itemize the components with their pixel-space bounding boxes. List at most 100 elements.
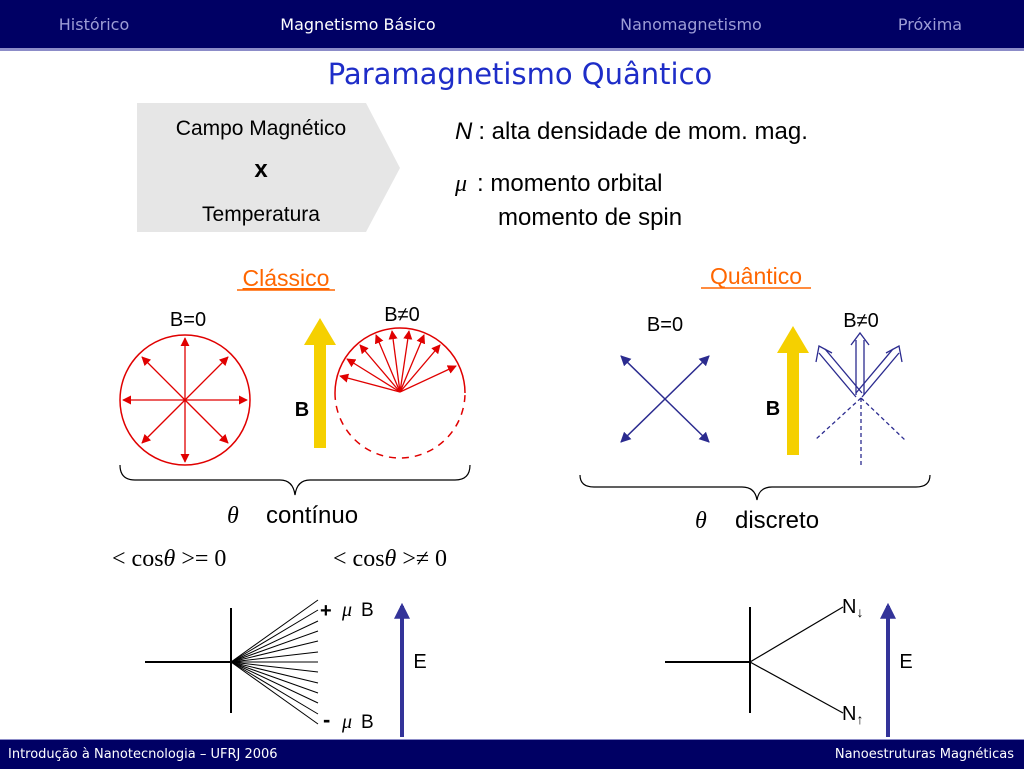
n-up-label: N↑ xyxy=(842,703,863,727)
quantum-b-zero-label: B=0 xyxy=(647,314,683,336)
moment-arrow xyxy=(374,334,401,393)
quantum-heading: Quântico xyxy=(710,263,802,289)
moment-arrow xyxy=(388,330,401,393)
formula-cos-nonzero: < cosθ >≠ 0 xyxy=(333,546,447,572)
energy-level-line xyxy=(230,661,319,704)
spin-arrow-hollow xyxy=(855,348,894,394)
dashed-projection xyxy=(814,397,862,441)
energy-level-line xyxy=(230,661,319,715)
classical-heading: Clássico xyxy=(243,265,330,291)
moment-arrow xyxy=(141,399,186,444)
moment-arrow xyxy=(399,344,441,393)
minus-b: B xyxy=(361,712,374,733)
plus-b: B xyxy=(361,600,374,621)
sphere-lower-half-dashed xyxy=(334,392,466,459)
spin-arrow xyxy=(620,398,666,443)
classical-b-zero-label: B=0 xyxy=(170,309,206,331)
arrowhead xyxy=(815,345,833,363)
footer-course: Introdução à Nanotecnologia – UFRJ 2006 xyxy=(8,747,278,762)
classical-theta-text: contínuo xyxy=(266,502,358,529)
moment-arrow xyxy=(399,334,426,393)
top-navigation-bar: Histórico Magnetismo Básico Nanomagnetis… xyxy=(0,0,1024,51)
formula-theta: θ xyxy=(164,546,176,572)
energy-level-line xyxy=(230,620,319,663)
footer-section: Nanoestruturas Magnéticas xyxy=(834,747,1014,762)
moment-arrow xyxy=(184,356,229,401)
n-definition: N: alta densidade de mom. mag. xyxy=(455,118,808,145)
definitions: N: alta densidade de mom. mag. μ : moment… xyxy=(454,118,808,231)
plus-mu: μ xyxy=(341,599,352,621)
n-down-label: N↓ xyxy=(842,596,863,620)
nav-magnetismo-basico[interactable]: Magnetismo Básico xyxy=(280,15,436,34)
minus-mu: μ xyxy=(341,711,352,733)
nav-proxima[interactable]: Próxima xyxy=(897,15,963,34)
yellow-field-arrow xyxy=(777,326,809,455)
moment-arrow xyxy=(399,330,413,393)
quantum-field-arrow: B xyxy=(766,326,809,455)
mu-symbol: μ xyxy=(454,171,467,197)
formula-cos-zero: < cosθ >= 0 xyxy=(112,546,226,572)
energy-level-line xyxy=(230,640,319,663)
energy-axis-label: E xyxy=(413,651,426,673)
classical-theta: θ xyxy=(227,503,239,529)
classical-b-zero: B=0 xyxy=(119,309,251,466)
classical-energy-diagram: + μ B - μ B E xyxy=(145,599,427,737)
nav-nanomagnetismo[interactable]: Nanomagnetismo xyxy=(620,15,762,34)
box-line-temperatura: Temperatura xyxy=(202,203,320,226)
down-arrow-subscript: ↓ xyxy=(856,604,863,620)
sphere-upper-half xyxy=(334,327,466,394)
moment-arrow xyxy=(184,399,229,444)
moment-arrow xyxy=(346,358,401,393)
energy-level-line xyxy=(230,661,319,694)
quantum-b-nonzero: B≠0 xyxy=(814,310,906,465)
formula-prefix: < cos xyxy=(333,546,385,572)
mu-text-spin: momento de spin xyxy=(498,204,682,231)
energy-level-upper xyxy=(749,606,844,663)
energy-level-line xyxy=(230,609,319,663)
box-line-x: x xyxy=(254,156,268,183)
mu-text: : momento orbital xyxy=(477,170,662,197)
classical-brace xyxy=(119,464,471,496)
formula-suffix: >≠ 0 xyxy=(396,546,447,572)
footer-bar: Introdução à Nanotecnologia – UFRJ 2006 … xyxy=(0,739,1024,769)
quantum-b-nonzero-label: B≠0 xyxy=(843,310,878,332)
classical-field-label: B xyxy=(295,399,309,421)
energy-level-line xyxy=(230,661,319,684)
energy-level-line xyxy=(230,661,319,673)
quantum-theta-text: discreto xyxy=(735,507,819,534)
moment-arrow xyxy=(339,373,401,393)
minus-sign: - xyxy=(323,707,330,732)
moment-arrow xyxy=(359,344,401,393)
n-text: : alta densidade de mom. mag. xyxy=(478,118,808,145)
yellow-field-arrow xyxy=(304,318,336,448)
classical-b-nonzero: B≠0 xyxy=(334,304,466,459)
formula-suffix: >= 0 xyxy=(175,546,226,572)
moment-arrow xyxy=(399,365,457,393)
moment-arrow xyxy=(141,356,186,401)
energy-level-lower xyxy=(749,661,844,714)
energy-level-line xyxy=(230,599,319,663)
slide-title: Paramagnetismo Quântico xyxy=(327,57,713,91)
quantum-field-label: B xyxy=(766,398,780,420)
arrowhead xyxy=(850,331,870,346)
n-letter: N xyxy=(842,703,856,725)
spin-arrow-hollow xyxy=(861,352,900,398)
quantum-theta: θ xyxy=(695,508,707,534)
energy-level-line xyxy=(230,661,319,725)
quantum-energy-diagram: N↓ N↑ E xyxy=(665,596,913,737)
spin-arrow xyxy=(620,355,666,400)
formula-theta: θ xyxy=(385,546,397,572)
n-letter: N xyxy=(842,596,856,618)
quantum-b-zero: B=0 xyxy=(620,314,710,443)
dashed-projection xyxy=(860,397,906,441)
quantum-brace xyxy=(579,474,931,501)
n-symbol: N xyxy=(455,118,473,145)
classical-sphere xyxy=(119,334,251,466)
classical-b-nonzero-label: B≠0 xyxy=(384,304,419,326)
nav-historico[interactable]: Histórico xyxy=(58,15,130,34)
up-arrow-subscript: ↑ xyxy=(856,711,863,727)
box-line-campo: Campo Magnético xyxy=(176,117,346,140)
energy-level-line xyxy=(230,630,319,663)
arrowhead xyxy=(885,345,903,363)
